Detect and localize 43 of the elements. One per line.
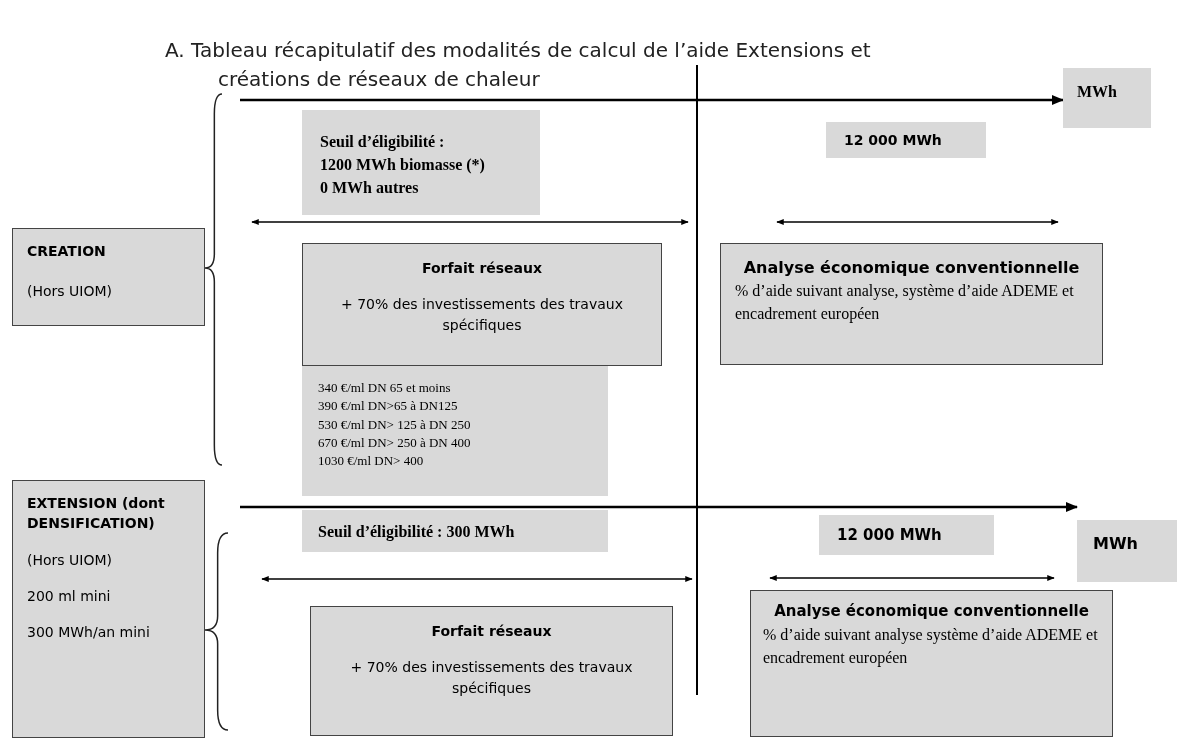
text-box [302,110,540,215]
box-heading: Forfait réseaux [420,259,544,278]
box-text: 300 MWh/an mini [27,623,151,643]
box-heading: Forfait réseaux [430,622,553,641]
text-box [1063,68,1151,128]
box-heading: Analyse économique conventionnelle [773,601,1090,622]
text-box [819,515,994,555]
box-heading: Seuil d’éligibilité : [320,132,446,153]
box-text: MWh [1077,82,1118,102]
arrow [240,502,1079,512]
arrow [240,95,1065,105]
box-text: % d’aide suivant analyse système d’aide ADEME et encadrement européen [763,624,1099,669]
text-box [1077,520,1177,582]
box-text: 340 €/ml DN 65 et moins [318,380,452,397]
box-text: 12 000 MWh [844,131,943,150]
box-text: 1200 MWh biomasse (*) [320,155,486,176]
text-box [12,480,205,738]
box-heading: EXTENSION (dont DENSIFICATION) [27,494,166,534]
text-box [310,606,673,736]
box-text: 0 MWh autres [320,178,420,199]
box-text: MWh [1093,533,1139,555]
box-text: 390 €/ml DN>65 à DN125 [318,398,459,415]
box-heading: CREATION [27,242,107,261]
box-text: (Hors UIOM) [27,550,113,570]
text-box [750,590,1113,737]
box-text: + 70% des investissements des travaux spécifiques [340,295,624,335]
text-box [826,122,986,158]
box-text: 200 ml mini [27,586,112,606]
text-box [302,510,608,552]
text-box [302,366,608,496]
box-text: 530 €/ml DN> 125 à DN 250 [318,416,472,433]
box-heading: Analyse économique conventionnelle [742,257,1081,279]
box-text: Seuil d’éligibilité : 300 MWh [318,522,516,543]
box-text: + 70% des investissements des travaux spécifiques [349,658,634,698]
heading: A. Tableau récapitulatif des modalités de calcul de l’aide Extensions et créations de réseaux de chaleur [165,37,872,93]
box-text: % d’aide suivant analyse, système d’aide ADEME et encadrement européen [735,281,1075,325]
box-text: (Hors UIOM) [27,282,113,302]
text-box [12,228,205,326]
box-text: 12 000 MWh [837,525,943,546]
box-text: 1030 €/ml DN> 400 [318,453,425,470]
text-box [302,243,662,366]
box-text: 670 €/ml DN> 250 à DN 400 [318,434,472,451]
text-box [720,243,1103,365]
